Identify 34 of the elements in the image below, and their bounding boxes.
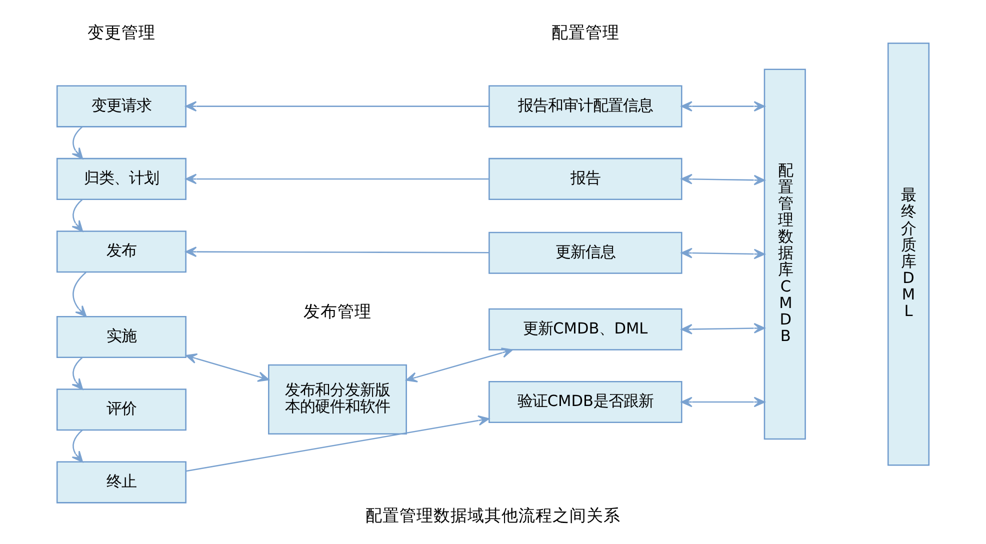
arrow [681,101,766,112]
arrow [186,415,490,472]
node-box: 发布 [56,230,186,273]
arrow [681,396,766,408]
node-box: 发布和分发新版本的硬件和软件 [268,364,407,434]
node-box: 验证CMDB是否跟新 [488,380,682,424]
arrow [681,174,766,186]
label: 配置管理 [551,22,620,42]
node-box: 评价 [56,388,186,431]
node-box: 报告 [488,158,682,200]
arrow [186,353,270,382]
node-box: 报告和审计配置信息 [488,85,682,128]
node-box: 变更请求 [56,85,186,128]
arrow [72,198,84,232]
arrow [681,248,766,260]
node-box: 配置管理数据库CMDB [764,68,806,440]
label: 变更管理 [87,22,156,42]
node-box: 更新信息 [488,232,682,274]
node-box: 终止 [56,461,186,504]
arrow [72,356,84,390]
arrow [681,323,766,334]
arrow [185,101,489,112]
arrow [185,246,489,258]
arrow [72,430,84,462]
label: 发布管理 [304,302,372,322]
caption: 配置管理数据域其他流程之间关系 [366,506,620,526]
arrow [185,174,489,184]
arrow [72,272,87,317]
node-box: 更新CMDB、DML [488,308,682,350]
node-box: 最终介质库DML [887,42,930,466]
arrow [406,348,514,382]
node-box: 归类、计划 [56,158,186,200]
node-box: 实施 [56,316,186,358]
arrow [72,126,84,160]
